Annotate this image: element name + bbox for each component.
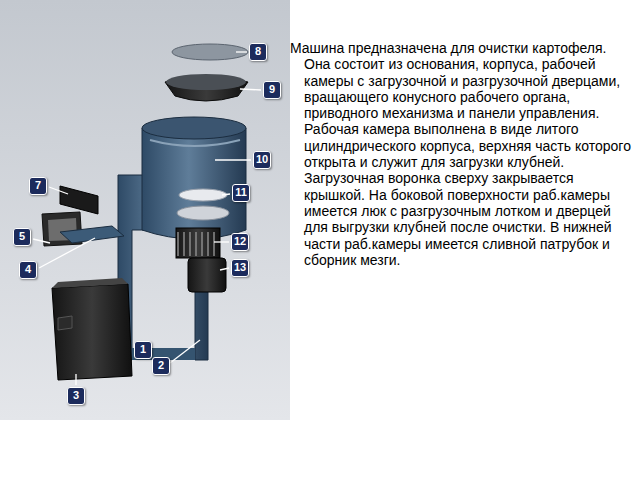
callout-number: 8 [249, 43, 267, 61]
tray [60, 226, 124, 243]
callout-number: 3 [67, 387, 85, 405]
callout-number: 10 [253, 151, 271, 169]
cone-disc [179, 189, 227, 201]
cone-disc-lower [177, 206, 229, 220]
description-text: Машина предназначена для очистки картофе… [290, 40, 636, 268]
motor [188, 258, 226, 292]
funnel-top [166, 74, 246, 90]
callout-number: 7 [29, 177, 47, 195]
callout-number: 5 [13, 228, 31, 246]
callout-number: 11 [232, 184, 250, 202]
container [52, 284, 132, 380]
callout-number: 13 [231, 259, 249, 277]
callout-number: 4 [19, 261, 37, 279]
container-handle [58, 316, 72, 330]
callout-number: 9 [263, 81, 281, 99]
leader-lines [33, 52, 261, 385]
gear-teeth [178, 232, 214, 256]
lid [172, 44, 248, 60]
chamber [142, 128, 246, 239]
gear-block [176, 228, 220, 258]
control-panel [60, 186, 98, 214]
chamber-rim [142, 117, 246, 139]
chamber-highlight [150, 140, 240, 146]
callout-number: 12 [231, 233, 249, 251]
callout-number: 2 [152, 357, 170, 375]
panel-ground [0, 0, 290, 420]
callout-number: 1 [134, 341, 152, 359]
container-top [52, 278, 128, 288]
